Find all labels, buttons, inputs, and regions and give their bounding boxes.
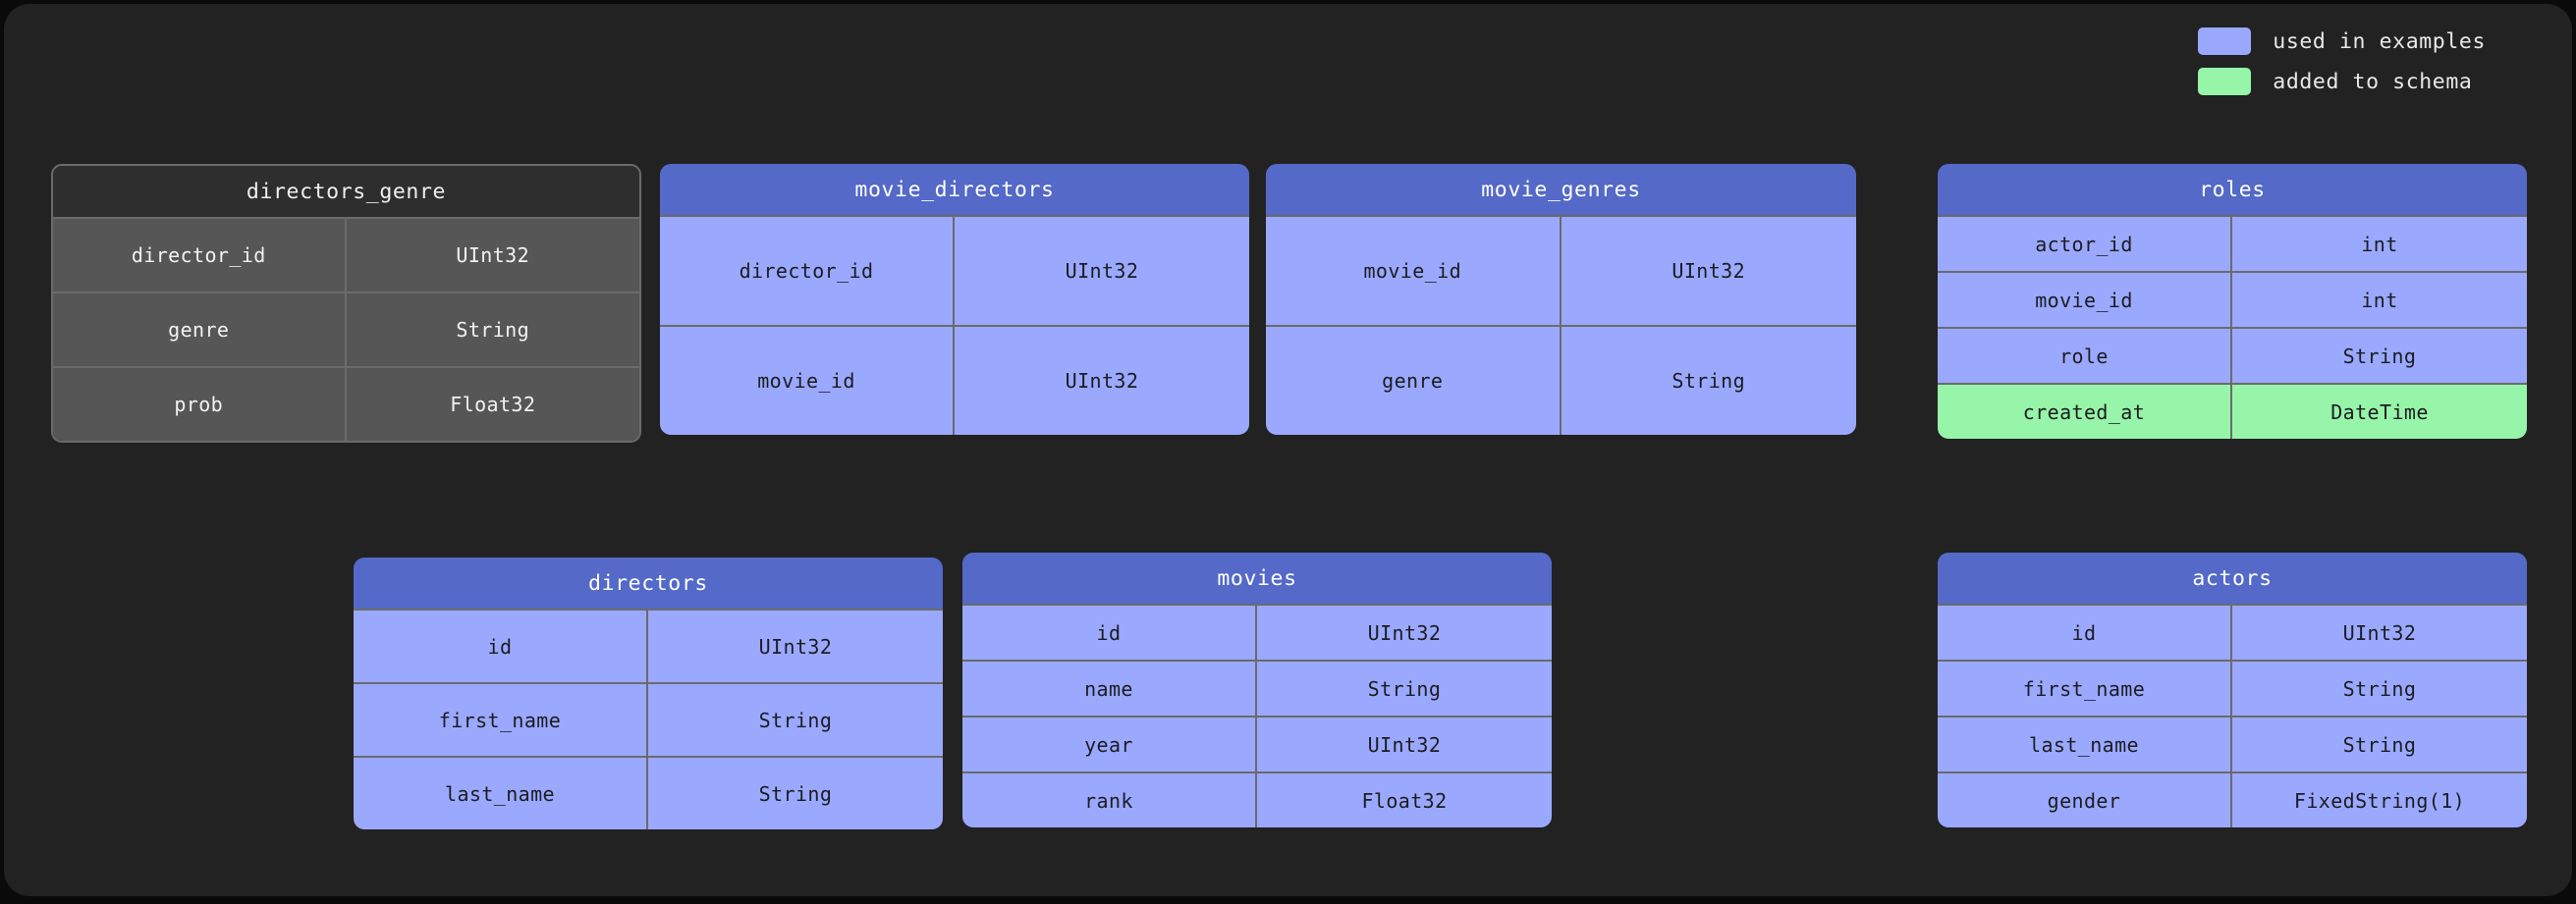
column-type: String	[1561, 327, 1856, 435]
table-title-movies: movies	[1217, 565, 1297, 591]
table-row[interactable]: movie_id UInt32	[660, 325, 1249, 435]
table-row[interactable]: id UInt32	[962, 604, 1552, 660]
column-type: String	[648, 684, 943, 756]
column-name: name	[962, 662, 1257, 716]
column-type: String	[2232, 718, 2527, 771]
table-row[interactable]: year UInt32	[962, 716, 1552, 771]
table-row[interactable]: rank Float32	[962, 771, 1552, 827]
table-header-roles: roles	[1938, 164, 2527, 215]
table-movie_genres[interactable]: movie_genres movie_id UInt32 genre Strin…	[1266, 164, 1856, 435]
table-actors[interactable]: actors id UInt32 first_name String last_…	[1938, 553, 2527, 827]
column-type: UInt32	[955, 327, 1249, 435]
column-type: UInt32	[1257, 606, 1552, 660]
column-name: movie_id	[1266, 217, 1562, 325]
table-row[interactable]: movie_id int	[1938, 271, 2527, 327]
column-name: prob	[53, 368, 347, 441]
column-name: director_id	[53, 219, 347, 292]
table-header-movies: movies	[962, 553, 1552, 604]
table-title-movie_directors: movie_directors	[854, 177, 1055, 202]
legend-item-used-in-examples: used in examples	[2198, 27, 2486, 55]
table-row[interactable]: actor_id int	[1938, 215, 2527, 271]
table-row[interactable]: prob Float32	[53, 366, 639, 441]
table-row[interactable]: first_name String	[354, 682, 943, 756]
column-name: last_name	[1938, 718, 2232, 771]
column-type: UInt32	[648, 611, 943, 682]
column-name: rank	[962, 773, 1257, 827]
column-name: id	[354, 611, 648, 682]
legend: used in examples added to schema	[2198, 27, 2486, 95]
column-type: DateTime	[2232, 385, 2527, 439]
legend-item-added-to-schema: added to schema	[2198, 68, 2486, 95]
column-name: first_name	[354, 684, 648, 756]
legend-label-added-to-schema: added to schema	[2273, 69, 2473, 94]
column-name: movie_id	[660, 327, 955, 435]
table-row[interactable]: movie_id UInt32	[1266, 215, 1856, 325]
table-row[interactable]: genre String	[1266, 325, 1856, 435]
column-name: first_name	[1938, 662, 2232, 716]
column-type: int	[2232, 217, 2527, 271]
legend-swatch-blue	[2198, 27, 2252, 55]
column-type: UInt32	[346, 219, 639, 292]
column-name: id	[962, 606, 1257, 660]
legend-swatch-green	[2198, 68, 2252, 95]
table-title-movie_genres: movie_genres	[1481, 177, 1641, 202]
table-row[interactable]: first_name String	[1938, 660, 2527, 716]
table-roles[interactable]: roles actor_id int movie_id int role Str…	[1938, 164, 2527, 439]
column-name: movie_id	[1938, 273, 2232, 327]
table-movies[interactable]: movies id UInt32 name String year UInt32…	[962, 553, 1552, 827]
table-movie_directors[interactable]: movie_directors director_id UInt32 movie…	[660, 164, 1249, 435]
table-row[interactable]: id UInt32	[1938, 604, 2527, 660]
column-type: UInt32	[1257, 718, 1552, 771]
column-type: String	[346, 293, 639, 366]
table-row[interactable]: director_id UInt32	[53, 217, 639, 292]
table-row[interactable]: genre String	[53, 292, 639, 366]
table-row[interactable]: last_name String	[1938, 716, 2527, 771]
column-name: last_name	[354, 758, 648, 829]
column-name: director_id	[660, 217, 955, 325]
table-row[interactable]: name String	[962, 660, 1552, 716]
column-type: FixedString(1)	[2232, 773, 2527, 827]
table-title-actors: actors	[2192, 565, 2273, 591]
column-name: id	[1938, 606, 2232, 660]
table-title-directors: directors	[588, 570, 708, 596]
table-row[interactable]: id UInt32	[354, 609, 943, 682]
table-row[interactable]: director_id UInt32	[660, 215, 1249, 325]
table-row[interactable]: gender FixedString(1)	[1938, 771, 2527, 827]
table-directors[interactable]: directors id UInt32 first_name String la…	[354, 558, 943, 829]
table-title-directors_genre: directors_genre	[246, 179, 447, 204]
column-type: UInt32	[1561, 217, 1856, 325]
table-header-directors_genre: directors_genre	[53, 166, 639, 217]
column-type: String	[1257, 662, 1552, 716]
column-type: UInt32	[955, 217, 1249, 325]
column-name: year	[962, 718, 1257, 771]
column-type: String	[2232, 329, 2527, 383]
legend-label-used-in-examples: used in examples	[2273, 28, 2486, 54]
table-header-movie_directors: movie_directors	[660, 164, 1249, 215]
column-name: genre	[1266, 327, 1562, 435]
table-header-actors: actors	[1938, 553, 2527, 604]
table-header-movie_genres: movie_genres	[1266, 164, 1856, 215]
table-row[interactable]: role String	[1938, 327, 2527, 383]
table-header-directors: directors	[354, 558, 943, 609]
column-name: genre	[53, 293, 347, 366]
table-row[interactable]: last_name String	[354, 756, 943, 829]
column-type: Float32	[346, 368, 639, 441]
column-type: String	[648, 758, 943, 829]
column-type: int	[2232, 273, 2527, 327]
column-name: created_at	[1938, 385, 2232, 439]
column-type: Float32	[1257, 773, 1552, 827]
column-type: String	[2232, 662, 2527, 716]
column-name: actor_id	[1938, 217, 2232, 271]
column-name: role	[1938, 329, 2232, 383]
diagram-panel: used in examples added to schema directo…	[4, 4, 2572, 896]
column-name: gender	[1938, 773, 2232, 827]
table-row-added[interactable]: created_at DateTime	[1938, 383, 2527, 439]
column-type: UInt32	[2232, 606, 2527, 660]
table-title-roles: roles	[2199, 177, 2266, 202]
table-directors_genre[interactable]: directors_genre director_id UInt32 genre…	[51, 164, 641, 443]
